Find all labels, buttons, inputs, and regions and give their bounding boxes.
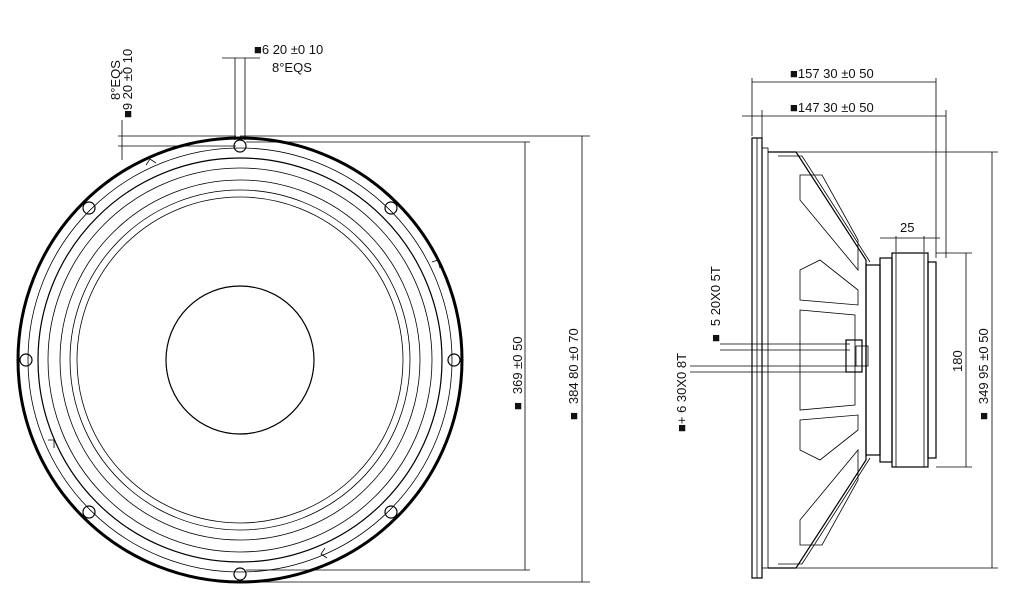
notch — [431, 259, 441, 269]
dust-cap — [165, 285, 315, 435]
mount-hole-dia-label: ■9 20 ±0 10 — [120, 49, 135, 118]
basket-window — [799, 259, 859, 306]
mount-hole — [82, 505, 96, 519]
dia-dim-lines — [240, 135, 590, 583]
notch — [320, 547, 328, 559]
mount-hole — [447, 353, 461, 367]
hole-dim-lines — [118, 57, 260, 160]
basket-window — [799, 174, 859, 272]
overall-depth-label: ■157 30 ±0 50 — [790, 66, 874, 81]
magnet-thickness-label: 25 — [900, 220, 914, 235]
cutout-dia-label: ■349 95 ±0 50 — [976, 328, 991, 420]
frame-inner-edge — [27, 147, 453, 573]
slot-count-label: 8°EQS — [272, 60, 312, 75]
front-view: ■9 20 ±0 10 8°EQS ■6 20 ±0 10 8°EQS ■369… — [16, 42, 590, 584]
terminal-pitch-label: ■+ 6 30X0 8T — [674, 353, 689, 432]
surround-mid — [59, 179, 421, 541]
outer-dia-label: ■384 80 ±0 70 — [566, 328, 581, 420]
mount-hole — [233, 567, 247, 581]
mounting-holes — [19, 139, 461, 581]
magnet — [891, 252, 929, 468]
notch — [145, 158, 157, 166]
terminal-tab — [855, 345, 869, 367]
basket-window — [799, 309, 856, 411]
inner-dia-label: ■369 ±0 50 — [510, 336, 525, 410]
slot-width-label: ■6 20 ±0 10 — [254, 42, 323, 57]
magnet-dia-label: 180 — [950, 350, 965, 372]
basket-windows — [799, 174, 859, 546]
side-dim-lines — [690, 78, 998, 569]
surround-outer — [47, 167, 433, 553]
mount-hole — [384, 505, 398, 519]
mount-hole-count-label: 8°EQS — [108, 60, 123, 100]
mount-hole — [19, 353, 33, 367]
ring-notches — [48, 158, 441, 559]
back-plate — [927, 261, 937, 459]
mount-hole — [384, 201, 398, 215]
basket-window — [799, 414, 859, 461]
surround-inner — [69, 189, 411, 531]
cone-edge — [76, 196, 404, 524]
basket-window — [799, 448, 859, 546]
gasket-ring — [37, 157, 443, 563]
mount-hole — [82, 201, 96, 215]
terminal-width-label: ■5 20X0 5T — [708, 266, 723, 342]
basket-outline — [768, 151, 867, 569]
notch — [48, 439, 55, 448]
side-view: ■157 30 ±0 50 ■147 30 ±0 50 25 ■5 20X0 5… — [674, 66, 998, 579]
terminal-block — [845, 339, 863, 373]
gasket — [761, 147, 769, 569]
frame-depth-label: ■147 30 ±0 50 — [790, 100, 874, 115]
front-plate — [879, 257, 893, 463]
